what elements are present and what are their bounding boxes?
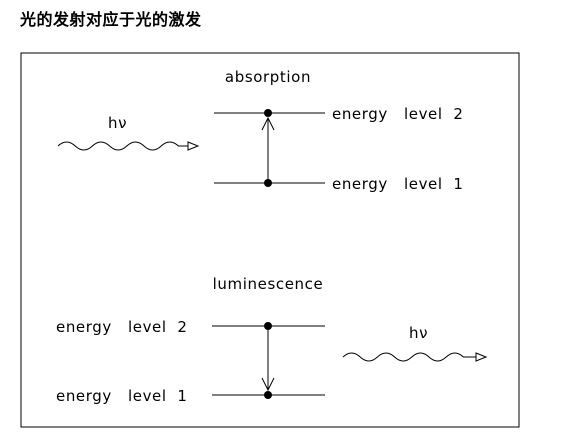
luminescence-photon-label: hν [409, 324, 428, 342]
luminescence-lower-level-dot [264, 391, 272, 399]
absorption-heading: absorption [225, 68, 311, 86]
luminescence-lower-level-label: energy level 1 [56, 387, 188, 405]
luminescence-heading: luminescence [213, 275, 324, 293]
luminescence-photon-wave [342, 353, 486, 361]
absorption-photon-wave [57, 142, 198, 150]
absorption-photon-label: hν [108, 114, 127, 132]
luminescence-upper-level-label: energy level 2 [56, 318, 188, 336]
page-title: 光的发射对应于光的激发 [20, 10, 202, 29]
absorption-lower-level-dot [264, 179, 272, 187]
absorption-upper-level-dot [264, 109, 272, 117]
luminescence-arrowhead [261, 377, 275, 392]
luminescence-upper-level-dot [264, 322, 272, 330]
absorption-upper-level-label: energy level 2 [332, 105, 464, 123]
diagram-frame [20, 52, 520, 428]
absorption-lower-level-label: energy level 1 [332, 175, 464, 193]
absorption-arrowhead [261, 116, 275, 131]
